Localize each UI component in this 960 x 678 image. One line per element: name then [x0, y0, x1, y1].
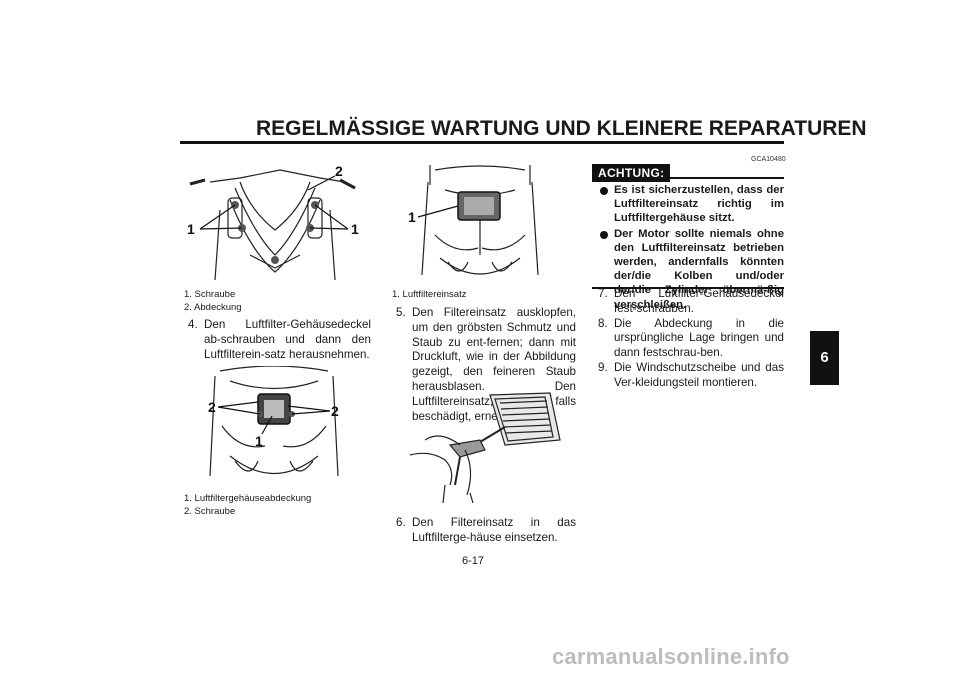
- step-number: 5.: [396, 306, 406, 319]
- step-number: 4.: [188, 318, 198, 331]
- fig2-caption-line: 2. Schraube: [184, 506, 236, 517]
- figure-compressed-air-cleaning: [409, 392, 561, 503]
- step-9: 9. Die Windschutzscheibe und das Ver-kle…: [598, 361, 784, 391]
- fig3-caption-line: 1. Luftfiltereinsatz: [392, 289, 467, 300]
- step-text: Die Windschutzscheibe und das Ver-kleidu…: [614, 360, 784, 389]
- fig2-callout-1: 1: [255, 433, 263, 449]
- fig1-caption: 1. Schraube 2. Abdeckung: [184, 288, 242, 314]
- fig2-caption-line: 1. Luftfiltergehäuseabdeckung: [184, 493, 312, 504]
- figure-filter-element: 1: [408, 165, 539, 276]
- fig1-caption-line: 1. Schraube: [184, 289, 236, 300]
- step-text: Den Luftfilter-Gehäusedeckel ab-schraube…: [204, 318, 371, 361]
- step-number: 7.: [598, 287, 608, 300]
- step-text: Den Filtereinsatz ausklopfen, um den grö…: [412, 306, 576, 423]
- step-number: 9.: [598, 360, 608, 374]
- chapter-tab: 6: [810, 331, 839, 385]
- step-6: 6. Den Filtereinsatz in das Luftfilterge…: [396, 516, 576, 546]
- caution-item-text: Es ist sicherzustellen, dass der Luftfil…: [614, 184, 784, 225]
- step-text: Die Abdeckung in die ursprüngliche Lage …: [614, 316, 784, 360]
- watermark: carmanualsonline.info: [552, 644, 790, 669]
- figure-windshield-screws: 2 1 1: [187, 163, 359, 281]
- caution-label: ACHTUNG:: [592, 164, 671, 182]
- fig1-callout-1-left: 1: [187, 221, 195, 237]
- caution-code: GCA10480: [751, 156, 786, 163]
- fig3-caption: 1. Luftfiltereinsatz: [392, 288, 466, 301]
- step-7: 7. Den Luftfilter-Gehäusedeckel fest-sch…: [598, 287, 784, 317]
- fig1-callout-1-right: 1: [351, 221, 359, 237]
- figure-filter-housing-cover: 2 2 1: [208, 366, 339, 477]
- caution-end-rule: [592, 287, 784, 289]
- page-number: 6-17: [462, 555, 485, 567]
- bullet-icon: [600, 230, 608, 239]
- step-text: Den Filtereinsatz in das Luftfilterge-hä…: [412, 516, 576, 544]
- step-number: 8.: [598, 316, 608, 330]
- fig1-caption-line: 2. Abdeckung: [184, 302, 242, 313]
- caution-rule: [665, 177, 784, 179]
- step-8: 8. Die Abdeckung in die ursprüngliche La…: [598, 317, 784, 361]
- caution-item: Es ist sicherzustellen, dass der Luftfil…: [600, 183, 784, 226]
- bullet-icon: [600, 187, 608, 195]
- step-4: 4. Den Luftfilter-Gehäusedeckel ab-schra…: [188, 318, 371, 362]
- fig2-callout-2-right: 2: [331, 403, 339, 419]
- step-5: 5. Den Filtereinsatz ausklopfen, um den …: [396, 306, 576, 424]
- fig3-callout-1: 1: [408, 209, 416, 225]
- page-title: REGELMÄSSIGE WARTUNG UND KLEINERE REPARA…: [256, 117, 867, 140]
- fig2-callout-2-left: 2: [208, 399, 216, 415]
- step-text: Den Luftfilter-Gehäusedeckel fest-schrau…: [614, 287, 784, 315]
- title-underline: [180, 141, 784, 144]
- fig1-callout-2: 2: [335, 163, 343, 179]
- fig2-caption: 1. Luftfiltergehäuseabdeckung 2. Schraub…: [184, 492, 311, 518]
- steps-7-9: 7. Den Luftfilter-Gehäusedeckel fest-sch…: [598, 287, 784, 391]
- step-number: 6.: [396, 516, 406, 529]
